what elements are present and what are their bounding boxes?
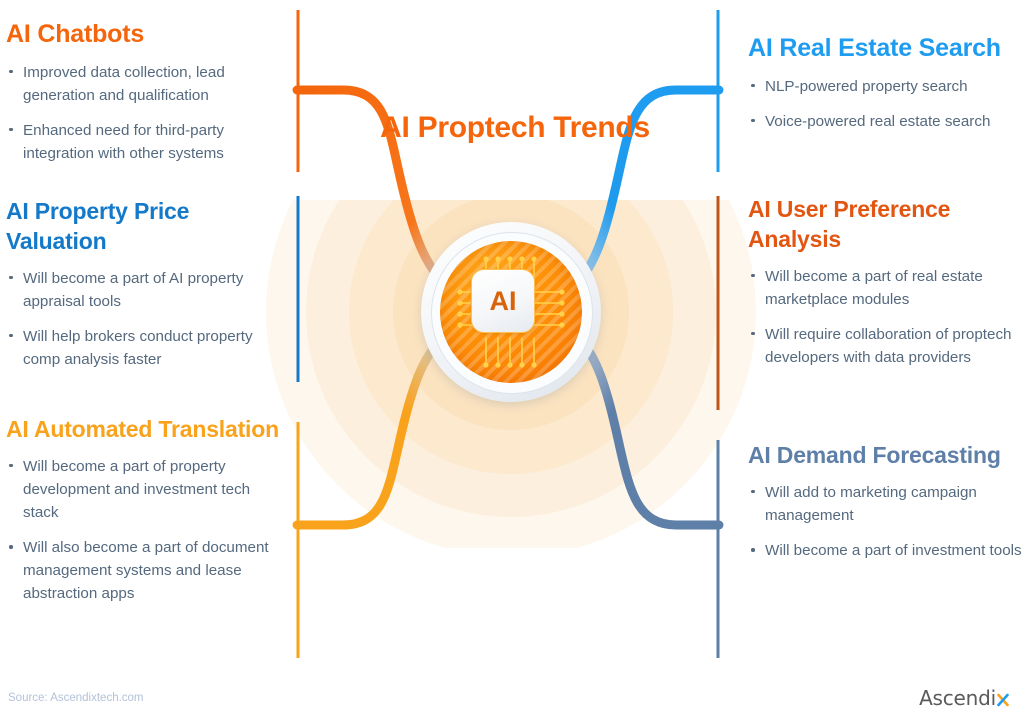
list-item: Will become a part of real estate market…: [748, 265, 1024, 311]
list-item: Will require collaboration of proptech d…: [748, 323, 1024, 369]
list-item: Will help brokers conduct property comp …: [6, 325, 282, 371]
heading-ai-demand-forecasting: AI Demand Forecasting: [748, 442, 1001, 468]
block-ai-user-preference-analysis: AI User Preference Analysis Will become …: [748, 195, 1024, 369]
bullet-list-ai-property-price-valuation: Will become a part of AI property apprai…: [6, 267, 282, 371]
list-item: NLP-powered property search: [748, 75, 1024, 98]
bullet-list-ai-real-estate-search: NLP-powered property search Voice-powere…: [748, 75, 1024, 133]
logo-wordmark: Ascendi: [919, 686, 996, 710]
divider-left-amber: [296, 422, 300, 658]
bullet-list-ai-demand-forecasting: Will add to marketing campaign managemen…: [748, 481, 1024, 562]
block-ai-real-estate-search: AI Real Estate Search NLP-powered proper…: [748, 32, 1024, 133]
source-attribution: Source: Ascendixtech.com: [8, 692, 144, 704]
list-item: Will become a part of AI property apprai…: [6, 267, 282, 313]
heading-ai-chatbots: AI Chatbots: [6, 20, 145, 48]
block-ai-automated-translation: AI Automated Translation Will become a p…: [6, 415, 282, 605]
logo-x-icon: [996, 688, 1010, 708]
divider-left-blue: [296, 196, 300, 382]
block-ai-property-price-valuation: AI Property Price Valuation Will become …: [6, 197, 282, 371]
list-item: Will add to marketing campaign managemen…: [748, 481, 1024, 527]
heading-ai-property-price-valuation: AI Property Price Valuation: [6, 198, 190, 254]
ascendix-logo: Ascendi: [919, 686, 1010, 710]
bullet-list-ai-chatbots: Improved data collection, lead generatio…: [6, 61, 282, 165]
heading-ai-real-estate-search: AI Real Estate Search: [748, 34, 1001, 62]
heading-ai-automated-translation: AI Automated Translation: [6, 416, 279, 442]
list-item: Voice-powered real estate search: [748, 110, 1024, 133]
connector-chatbots: [292, 85, 457, 296]
bullet-list-ai-user-preference-analysis: Will become a part of real estate market…: [748, 265, 1024, 369]
ai-chip-graphic: AI: [421, 222, 601, 402]
list-item: Enhanced need for third-party integratio…: [6, 119, 282, 165]
list-item: Will also become a part of document mana…: [6, 536, 282, 605]
list-item: Improved data collection, lead generatio…: [6, 61, 282, 107]
block-ai-demand-forecasting: AI Demand Forecasting Will add to market…: [748, 441, 1024, 562]
connector-real-estate-search: [565, 85, 724, 296]
bullet-list-ai-automated-translation: Will become a part of property developme…: [6, 455, 282, 606]
chip-core-label: AI: [471, 269, 535, 333]
block-ai-chatbots: AI Chatbots Improved data collection, le…: [6, 18, 282, 165]
list-item: Will become a part of property developme…: [6, 455, 282, 524]
page-title: AI Proptech Trends: [380, 111, 650, 144]
list-item: Will become a part of investment tools: [748, 539, 1024, 562]
divider-right-slate: [716, 440, 720, 658]
heading-ai-user-preference-analysis: AI User Preference Analysis: [748, 196, 951, 252]
ai-label: AI: [489, 285, 517, 316]
